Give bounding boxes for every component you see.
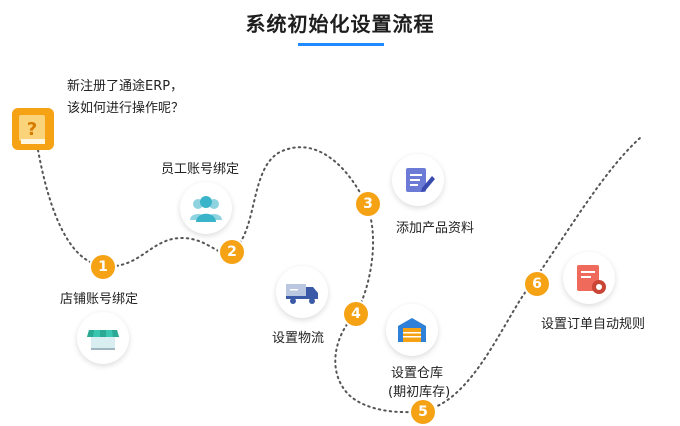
truck-icon — [276, 266, 328, 318]
step-label-1: 店铺账号绑定 — [60, 292, 139, 307]
step-node-2: 2 — [220, 240, 244, 264]
step-label-2: 员工账号绑定 — [161, 162, 240, 177]
shop-icon — [77, 312, 129, 364]
page-title: 系统初始化设置流程 — [245, 12, 435, 36]
step-label-4: 设置物流 — [272, 331, 325, 346]
title-underline — [298, 43, 384, 46]
users-icon — [180, 182, 232, 234]
step-label-3: 添加产品资料 — [396, 221, 475, 236]
step-node-5: 5 — [411, 400, 435, 424]
intro-line-2: 该如何进行操作呢？ — [67, 101, 185, 116]
step-node-4: 4 — [344, 302, 368, 326]
step-node-6: 6 — [525, 272, 549, 296]
question-book-icon: ? — [10, 106, 56, 156]
step-label-5-line-2: (期初库存) — [388, 385, 451, 400]
intro-text: 新注册了通途ERP， 该如何进行操作呢？ — [67, 76, 184, 120]
step-label-6: 设置订单自动规则 — [541, 317, 646, 332]
warehouse-icon — [386, 304, 438, 356]
svg-text:?: ? — [27, 119, 37, 140]
intro-line-1: 新注册了通途ERP， — [67, 79, 184, 94]
step-label-5-line-1: 设置仓库 — [391, 366, 444, 381]
step-node-3: 3 — [356, 192, 380, 216]
edit-document-icon — [392, 154, 444, 206]
rule-document-icon — [563, 252, 615, 304]
step-node-1: 1 — [91, 255, 115, 279]
